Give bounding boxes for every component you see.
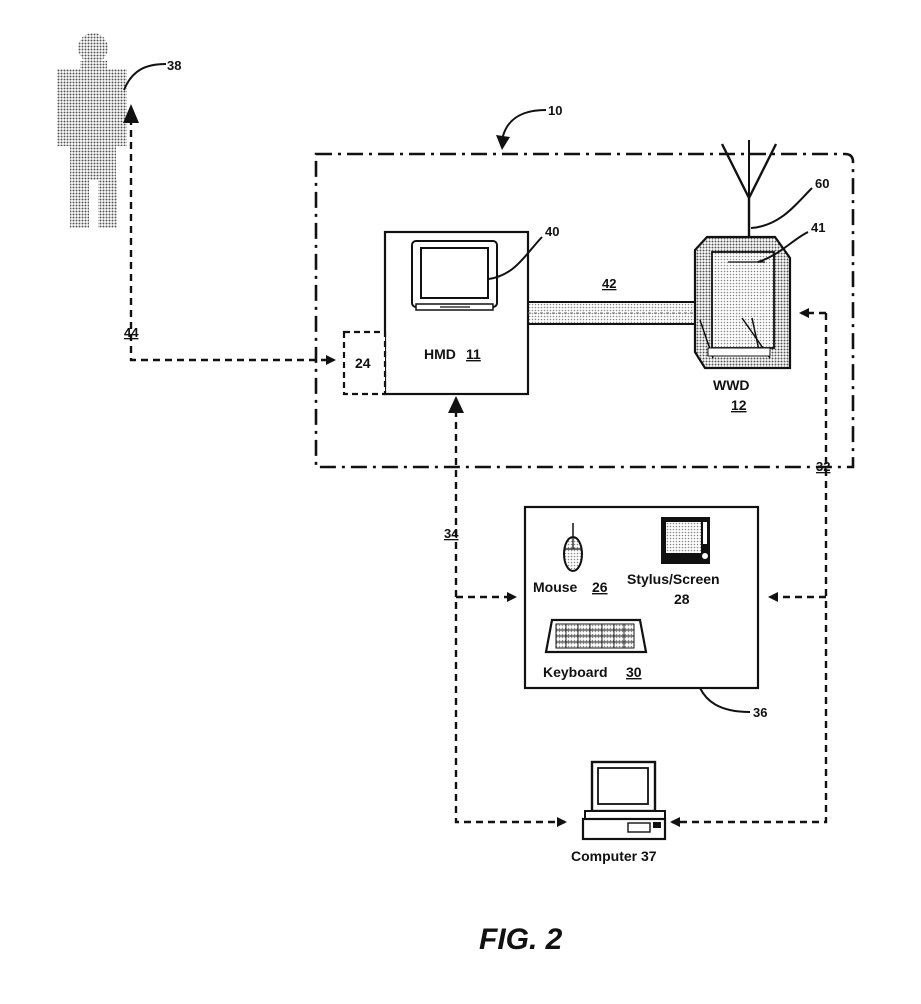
person-link-ref-label: 44 <box>124 325 139 340</box>
input-box-ref-label: 36 <box>753 705 767 720</box>
system-ref-leader <box>502 110 546 140</box>
input-devices-box <box>525 507 758 688</box>
stylus-label: Stylus/Screen <box>627 571 720 587</box>
computer-label: Computer 37 <box>571 848 657 864</box>
figure-caption: FIG. 2 <box>479 923 563 956</box>
hmd-link-ref-label: 34 <box>444 526 459 541</box>
keyboard-label: Keyboard <box>543 664 608 680</box>
hmd-display-ref-label: 40 <box>545 224 559 239</box>
stylus-number: 28 <box>674 591 690 607</box>
wwd-link-ref-label: 32 <box>816 459 830 474</box>
person-link-44 <box>131 118 334 360</box>
desktop-computer-icon <box>583 762 665 839</box>
antenna-ref-leader <box>751 188 812 228</box>
hmd-label: HMD <box>424 346 456 362</box>
antenna-ref-label: 60 <box>815 176 829 191</box>
tablet-screen-icon <box>661 517 710 564</box>
keyboard-icon <box>546 620 646 652</box>
mouse-label: Mouse <box>533 579 578 595</box>
hmd-link-arrowhead <box>448 396 464 413</box>
person-ref-label: 38 <box>167 58 181 73</box>
wwd-screen-ref-label: 41 <box>811 220 825 235</box>
input-box-ref-leader <box>700 688 750 712</box>
person-figure-icon <box>57 33 127 228</box>
person-ref-leader <box>124 64 166 90</box>
hmd-number: 11 <box>466 346 481 362</box>
system-ref-arrowhead <box>496 135 510 150</box>
keyboard-number: 30 <box>626 664 642 680</box>
mouse-number: 26 <box>592 579 608 595</box>
wristwatch-device-icon <box>695 237 790 368</box>
interface-ref-label: 24 <box>355 355 371 371</box>
system-ref-label: 10 <box>548 103 562 118</box>
link-ref-label: 42 <box>602 276 616 291</box>
wwd-number: 12 <box>731 397 747 413</box>
monitor-icon <box>412 241 497 310</box>
wwd-label: WWD <box>713 377 750 393</box>
